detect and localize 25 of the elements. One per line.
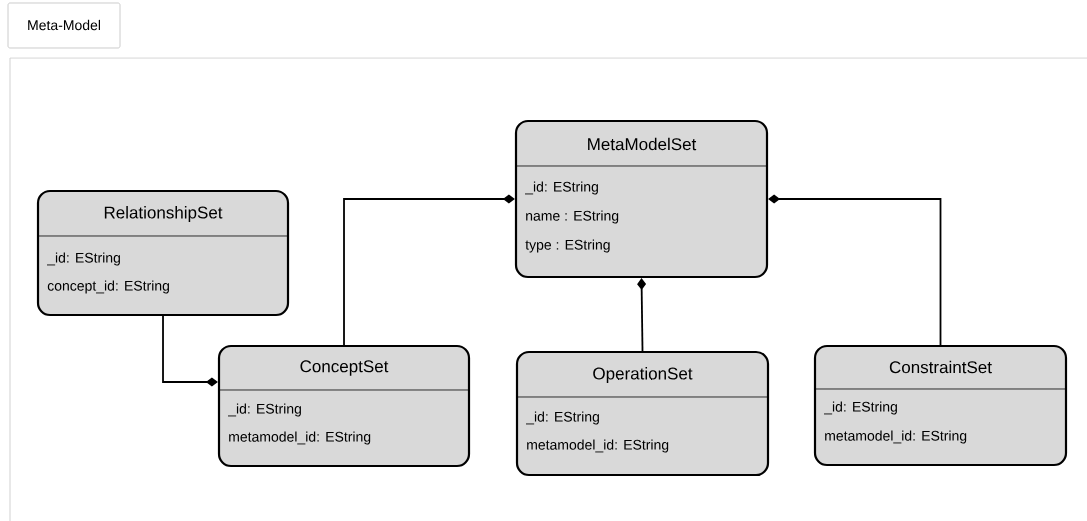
class-box	[813, 344, 1068, 467]
class-box	[515, 350, 770, 477]
class-name: MetaModelSet	[588, 137, 697, 151]
class-name: OperationSet	[593, 367, 693, 383]
tab-button: Meta-Model	[7, 2, 121, 49]
class-box	[514, 119, 769, 279]
attribute-text: name : EString	[526, 210, 619, 224]
attribute-text: metamodel_id: EString	[527, 439, 669, 453]
attribute-text: _id: EString	[47, 252, 120, 266]
composition-line	[768, 194, 942, 346]
class-name: ConstraintSet	[889, 360, 992, 374]
composition-line	[162, 315, 218, 387]
attribute-text: metamodel_id: EString	[825, 430, 967, 444]
attribute-text: _id: EString	[824, 401, 897, 415]
attribute-text: metamodel_id: EString	[229, 431, 371, 445]
attribute-text: concept_id: EString	[47, 280, 169, 294]
composition-line	[343, 194, 515, 346]
attribute-text: type : EString	[525, 239, 610, 253]
attribute-text: _id: EString	[525, 181, 598, 195]
class-box	[36, 189, 290, 317]
class-box	[217, 344, 471, 468]
attribute-text: _id: EString	[228, 403, 301, 417]
class-name: RelationshipSet	[104, 206, 223, 222]
class-name: ConceptSet	[300, 360, 389, 376]
attribute-text: _id: EString	[526, 411, 599, 425]
